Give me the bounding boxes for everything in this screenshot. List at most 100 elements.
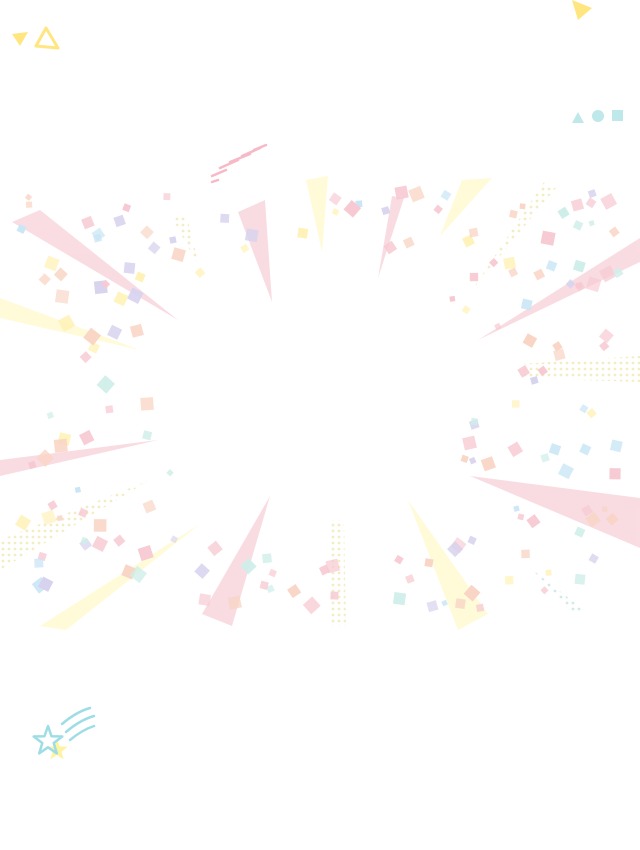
confetti-square (522, 333, 538, 348)
confetti-square (137, 545, 154, 562)
confetti-square (449, 295, 456, 302)
confetti-square (53, 267, 68, 282)
confetti-square (302, 596, 321, 615)
confetti-square (331, 208, 340, 216)
confetti-square (455, 598, 466, 610)
confetti-square (598, 265, 617, 283)
confetti-square (585, 276, 602, 293)
confetti-square (325, 558, 340, 574)
confetti-square (57, 314, 76, 333)
confetti-square (127, 287, 144, 304)
confetti-square (80, 536, 89, 545)
confetti-square (586, 408, 597, 419)
confetti-square (91, 227, 106, 242)
confetti-square (78, 507, 89, 518)
confetti-square (517, 365, 530, 378)
confetti-square (43, 255, 60, 272)
confetti-square (163, 193, 171, 201)
confetti-square (540, 230, 556, 246)
confetti-square (83, 327, 102, 346)
confetti-square (142, 499, 157, 514)
burst-ray-dotted (0, 480, 150, 570)
speed-lines-burst (0, 176, 640, 630)
confetti-square (266, 584, 275, 594)
confetti-square (585, 512, 601, 528)
triangle-icon (572, 112, 584, 123)
square-icon (612, 110, 623, 121)
confetti-square (134, 271, 146, 283)
confetti-square (262, 553, 272, 564)
confetti-square (503, 256, 517, 270)
confetti-square (74, 486, 81, 493)
confetti-square (47, 500, 58, 511)
burst-ray (440, 178, 492, 236)
confetti-square (227, 595, 242, 610)
burst-ray (378, 196, 404, 278)
burst-ray (40, 524, 200, 630)
confetti-square (526, 514, 541, 529)
confetti-square (540, 586, 549, 595)
confetti-square (297, 227, 309, 239)
burst-ray-dotted (520, 356, 640, 382)
confetti-square (460, 454, 469, 464)
confetti-square (609, 439, 623, 453)
confetti-square (433, 204, 443, 215)
confetti-square (166, 468, 174, 477)
confetti-square (509, 209, 518, 219)
confetti-square (122, 203, 132, 213)
confetti-square (508, 267, 519, 278)
burst-ray (202, 496, 270, 626)
confetti-square (599, 340, 610, 352)
confetti-square (598, 328, 614, 344)
confetti-square (565, 279, 576, 289)
confetti-square (140, 225, 154, 240)
confetti-square (53, 438, 68, 453)
confetti-square (240, 558, 257, 575)
confetti-square (494, 322, 502, 331)
confetti-square (107, 324, 123, 340)
confetti-square (394, 185, 409, 200)
burst-ray (408, 500, 488, 630)
confetti-squares (15, 185, 624, 615)
confetti-square (441, 599, 448, 607)
confetti-square (529, 376, 539, 385)
confetti-square (572, 220, 584, 231)
confetti-square (38, 576, 54, 592)
confetti-square (605, 512, 619, 526)
confetti-square (612, 267, 624, 279)
confetti-square (383, 240, 398, 255)
confetti-square (394, 554, 404, 565)
confetti-square (408, 185, 425, 203)
confetti-square (194, 267, 206, 279)
confetti-square (447, 541, 464, 558)
confetti-square (34, 558, 44, 568)
confetti-square (96, 375, 115, 394)
confetti-square (588, 220, 595, 227)
shooting-star-icon (32, 706, 96, 760)
confetti-square (424, 558, 434, 568)
confetti-square (81, 215, 95, 230)
burst-ray (238, 200, 272, 302)
confetti-square (268, 568, 277, 578)
confetti-square (463, 584, 481, 602)
confetti-square (467, 535, 477, 545)
confetti-square (440, 189, 452, 201)
confetti-square (287, 584, 302, 599)
confetti-square (601, 506, 608, 513)
burst-ray (0, 440, 158, 476)
confetti-square (519, 203, 526, 210)
confetti-square (123, 262, 136, 274)
triangle-outline-icon (34, 26, 60, 50)
confetti-square (25, 201, 33, 208)
confetti-square (574, 526, 586, 538)
burst-ray (470, 476, 640, 548)
confetti-square (194, 563, 210, 579)
confetti-square (557, 463, 574, 480)
burst-ray (478, 238, 640, 340)
confetti-square (572, 259, 586, 273)
confetti-square (533, 268, 546, 281)
confetti-square (461, 305, 471, 315)
confetti-square (343, 199, 362, 218)
confetti-square (507, 441, 524, 458)
